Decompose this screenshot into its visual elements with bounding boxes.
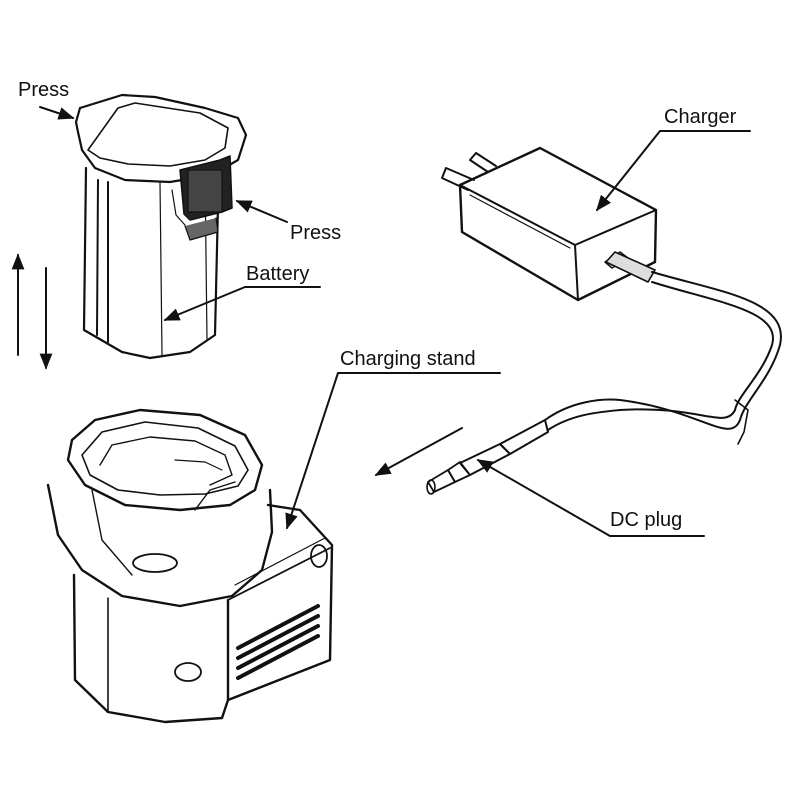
battery-leader-icon [165, 287, 320, 320]
label-press-side: Press [290, 223, 341, 243]
press-top-arrow-icon [40, 107, 73, 118]
label-dc-plug: DC plug [610, 510, 682, 530]
battery-illustration [76, 95, 246, 358]
label-charger: Charger [664, 107, 736, 127]
label-battery: Battery [246, 264, 309, 284]
label-press-top: Press [18, 80, 69, 100]
charger-leader-icon [597, 131, 750, 210]
plug-direction-arrow-icon [376, 428, 462, 475]
stand-leader-icon [287, 373, 500, 528]
charging-stand-illustration [48, 410, 332, 722]
label-charging-stand: Charging stand [340, 349, 476, 369]
press-side-arrow-icon [237, 201, 287, 222]
charger-illustration [442, 148, 656, 300]
dc-plug-illustration [427, 420, 548, 494]
